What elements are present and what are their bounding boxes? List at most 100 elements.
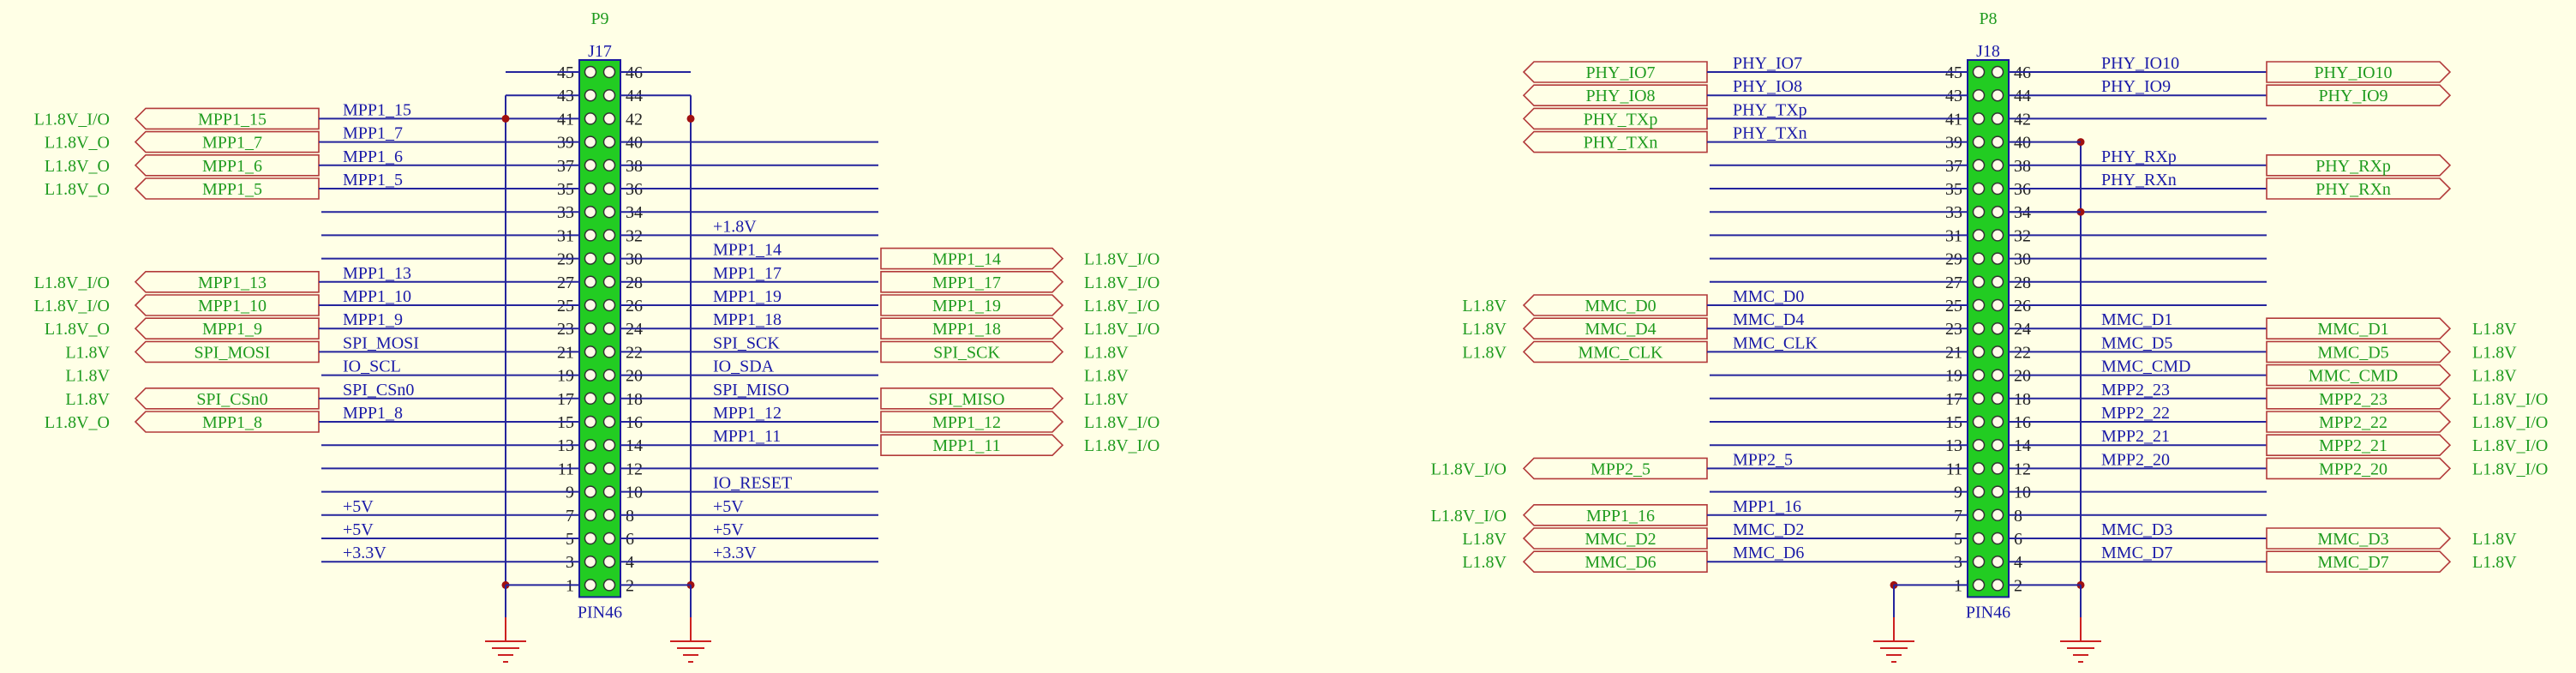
port-label: PHY_TXp bbox=[1584, 110, 1658, 129]
port-label: MMC_D7 bbox=[2317, 553, 2388, 572]
right-port: PHY_IO9 bbox=[2266, 84, 2452, 106]
pin-pad bbox=[1972, 135, 1986, 148]
port-flag bbox=[880, 294, 1064, 316]
port-flag bbox=[2266, 177, 2452, 200]
port-flag bbox=[2266, 527, 2452, 550]
port-flag bbox=[880, 247, 1064, 270]
voltage-label: L1.8V bbox=[2472, 320, 2517, 339]
pin-pad bbox=[1991, 369, 2004, 382]
pin-pad bbox=[584, 88, 597, 102]
port-flag bbox=[880, 317, 1064, 340]
voltage-label: L1.8V bbox=[2472, 343, 2517, 362]
pin-pad bbox=[1972, 532, 1986, 545]
voltage-label: L1.8V_I/O bbox=[1084, 297, 1159, 315]
right-port: PHY_IO10 bbox=[2266, 61, 2452, 83]
voltage-label: L1.8V bbox=[2472, 553, 2517, 572]
left-port: MPP1_8L1.8V_O bbox=[45, 411, 321, 433]
header-designator: J18 bbox=[1976, 42, 2000, 61]
pin-pad bbox=[584, 415, 597, 429]
pin-pad bbox=[1972, 346, 1986, 358]
pin-pad bbox=[584, 508, 597, 522]
net-label: MMC_D2 bbox=[1733, 520, 1804, 539]
port-label: SPI_CSn0 bbox=[196, 390, 267, 409]
pin-pad bbox=[1972, 88, 1986, 102]
pin-pad bbox=[1972, 159, 1986, 172]
pin-pad bbox=[1991, 555, 2004, 568]
net-label: IO_RESET bbox=[713, 474, 792, 493]
port-flag bbox=[2266, 61, 2452, 83]
pin-pad bbox=[602, 415, 616, 429]
pin-pad bbox=[602, 65, 616, 79]
port-flag bbox=[880, 387, 1064, 410]
pin-pad bbox=[1972, 485, 1986, 498]
voltage-label: L1.8V_I/O bbox=[34, 297, 110, 315]
net-label: MMC_D6 bbox=[1733, 544, 1804, 562]
pin-pad bbox=[1972, 438, 1986, 452]
pin-pad bbox=[584, 205, 597, 219]
voltage-label: L1.8V_I/O bbox=[2472, 436, 2548, 455]
voltage-label: L1.8V bbox=[65, 343, 110, 362]
header-footprint: PIN46 bbox=[578, 603, 622, 622]
net-label: MPP1_7 bbox=[343, 124, 403, 143]
port-flag bbox=[2266, 84, 2452, 106]
port-label: MPP1_17 bbox=[932, 273, 1001, 292]
pin-pad bbox=[602, 555, 616, 568]
pin-pad bbox=[1991, 438, 2004, 452]
net-label: +5V bbox=[713, 520, 744, 539]
pin-pad bbox=[1972, 275, 1986, 289]
port-flag bbox=[880, 340, 1064, 364]
pin-pad bbox=[1972, 462, 1986, 475]
pin-pad bbox=[584, 65, 597, 79]
pin-pad bbox=[1991, 182, 2004, 195]
port-label: MPP1_8 bbox=[202, 413, 262, 432]
port-label: MPP1_9 bbox=[202, 320, 262, 339]
net-label: MPP1_17 bbox=[713, 264, 782, 283]
pin-pad bbox=[584, 229, 597, 242]
net-label: MPP1_19 bbox=[713, 287, 782, 306]
port-label: MPP2_23 bbox=[2319, 390, 2387, 409]
net-label: MPP1_8 bbox=[343, 404, 403, 423]
port-label: MMC_D6 bbox=[1585, 553, 1656, 572]
port-label: MMC_D2 bbox=[1585, 530, 1656, 549]
voltage-label: L1.8V_I/O bbox=[34, 110, 110, 129]
pin-pad bbox=[602, 88, 616, 102]
port-flag bbox=[2266, 317, 2452, 340]
pin-pad bbox=[1972, 229, 1986, 242]
pin-pad bbox=[584, 462, 597, 475]
header-title: P8 bbox=[1979, 9, 1997, 28]
pin-pad bbox=[584, 485, 597, 498]
pin-pad bbox=[602, 346, 616, 358]
pin-pad bbox=[1991, 65, 2004, 79]
net-label: PHY_IO7 bbox=[1733, 54, 1802, 73]
net-label: PHY_RXn bbox=[2101, 171, 2177, 189]
pin-pad bbox=[1991, 532, 2004, 545]
pin-pad bbox=[1991, 275, 2004, 289]
ground-symbol bbox=[670, 617, 711, 663]
net-label: MPP2_20 bbox=[2101, 450, 2170, 469]
voltage-label: L1.8V bbox=[1084, 343, 1129, 362]
left-port: MPP1_9L1.8V_O bbox=[45, 317, 321, 340]
port-label: MMC_D4 bbox=[1585, 320, 1656, 339]
pin-pad bbox=[584, 346, 597, 358]
pin-pad bbox=[602, 252, 616, 265]
pin-pad bbox=[584, 369, 597, 382]
voltage-label: L1.8V_I/O bbox=[1084, 250, 1159, 269]
pin-pad bbox=[584, 298, 597, 312]
net-label: MPP2_5 bbox=[1733, 450, 1793, 469]
pin-pad bbox=[602, 532, 616, 545]
voltage-label: L1.8V_I/O bbox=[1084, 273, 1159, 292]
pin-pad bbox=[1991, 462, 2004, 475]
pin-pad bbox=[602, 392, 616, 406]
net-label: +5V bbox=[343, 520, 374, 539]
voltage-label: L1.8V bbox=[1084, 367, 1129, 386]
port-label: PHY_RXn bbox=[2315, 180, 2391, 199]
port-label: MMC_CMD bbox=[2309, 367, 2398, 386]
ground-symbol bbox=[1873, 617, 1914, 663]
